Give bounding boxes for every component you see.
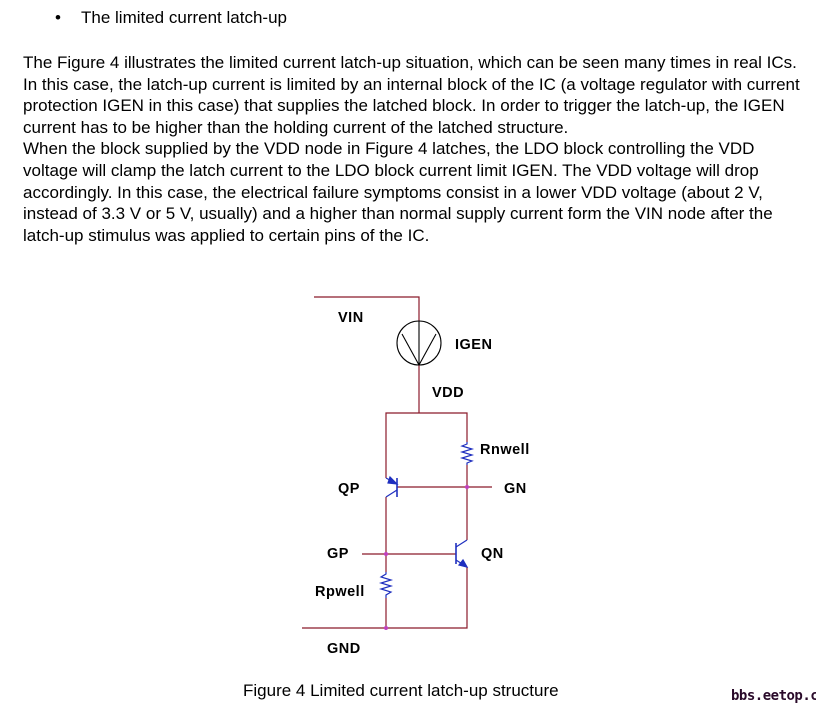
devices	[378, 442, 475, 598]
bullet-symbol: •	[55, 8, 61, 27]
label-rpwell: Rpwell	[315, 584, 365, 600]
qp-transistor-icon	[385, 475, 399, 498]
label-qp: QP	[338, 481, 360, 497]
watermark: bbs.eetop.cn	[731, 688, 816, 704]
label-rnwell: Rnwell	[480, 442, 530, 458]
label-vdd: VDD	[432, 385, 464, 401]
rpwell-resistor-icon	[378, 572, 394, 598]
gnd-wire	[302, 567, 468, 629]
label-gn: GN	[504, 481, 527, 497]
rnwell-resistor-icon	[459, 442, 475, 465]
label-gp: GP	[327, 546, 349, 562]
figure-caption: Figure 4 Limited current latch-up struct…	[243, 681, 559, 700]
paragraph: The Figure 4 illustrates the limited cur…	[23, 53, 800, 137]
qn-transistor-icon	[455, 539, 469, 568]
paragraph: When the block supplied by the VDD node …	[23, 139, 773, 245]
label-vin: VIN	[338, 310, 364, 326]
label-igen: IGEN	[455, 337, 492, 353]
body-text: The Figure 4 illustrates the limited cur…	[23, 52, 813, 246]
current-source-icon	[396, 320, 442, 366]
junction-nodes	[384, 485, 469, 630]
label-qn: QN	[481, 546, 504, 562]
vdd-rail	[385, 412, 468, 478]
bullet-text: The limited current latch-up	[81, 8, 287, 27]
label-gnd: GND	[327, 641, 361, 657]
vin-wire	[314, 296, 420, 321]
wires	[302, 296, 492, 629]
